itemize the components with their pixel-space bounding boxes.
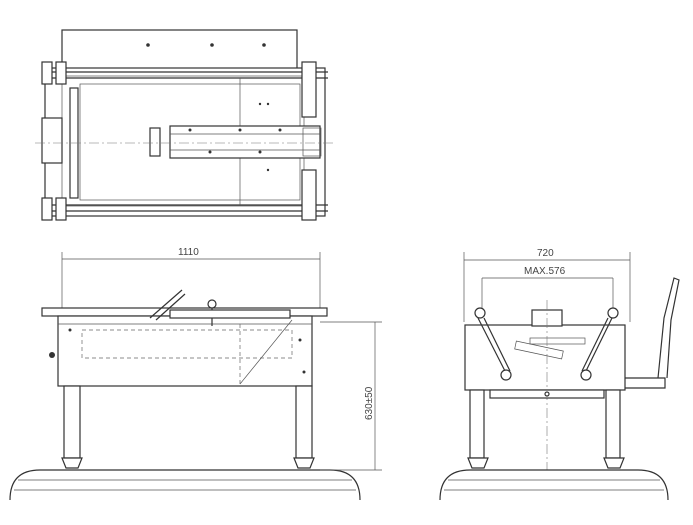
dimension-max-width: MAX.576 [524, 266, 566, 277]
dimension-width: 720 [537, 248, 554, 259]
side-view: 720 MAX.576 [439, 248, 680, 501]
front-view: 1110 630±50 [9, 247, 382, 501]
dimension-length: 1110 [178, 247, 199, 258]
dimension-height: 630±50 [364, 386, 375, 420]
top-view [35, 29, 335, 221]
